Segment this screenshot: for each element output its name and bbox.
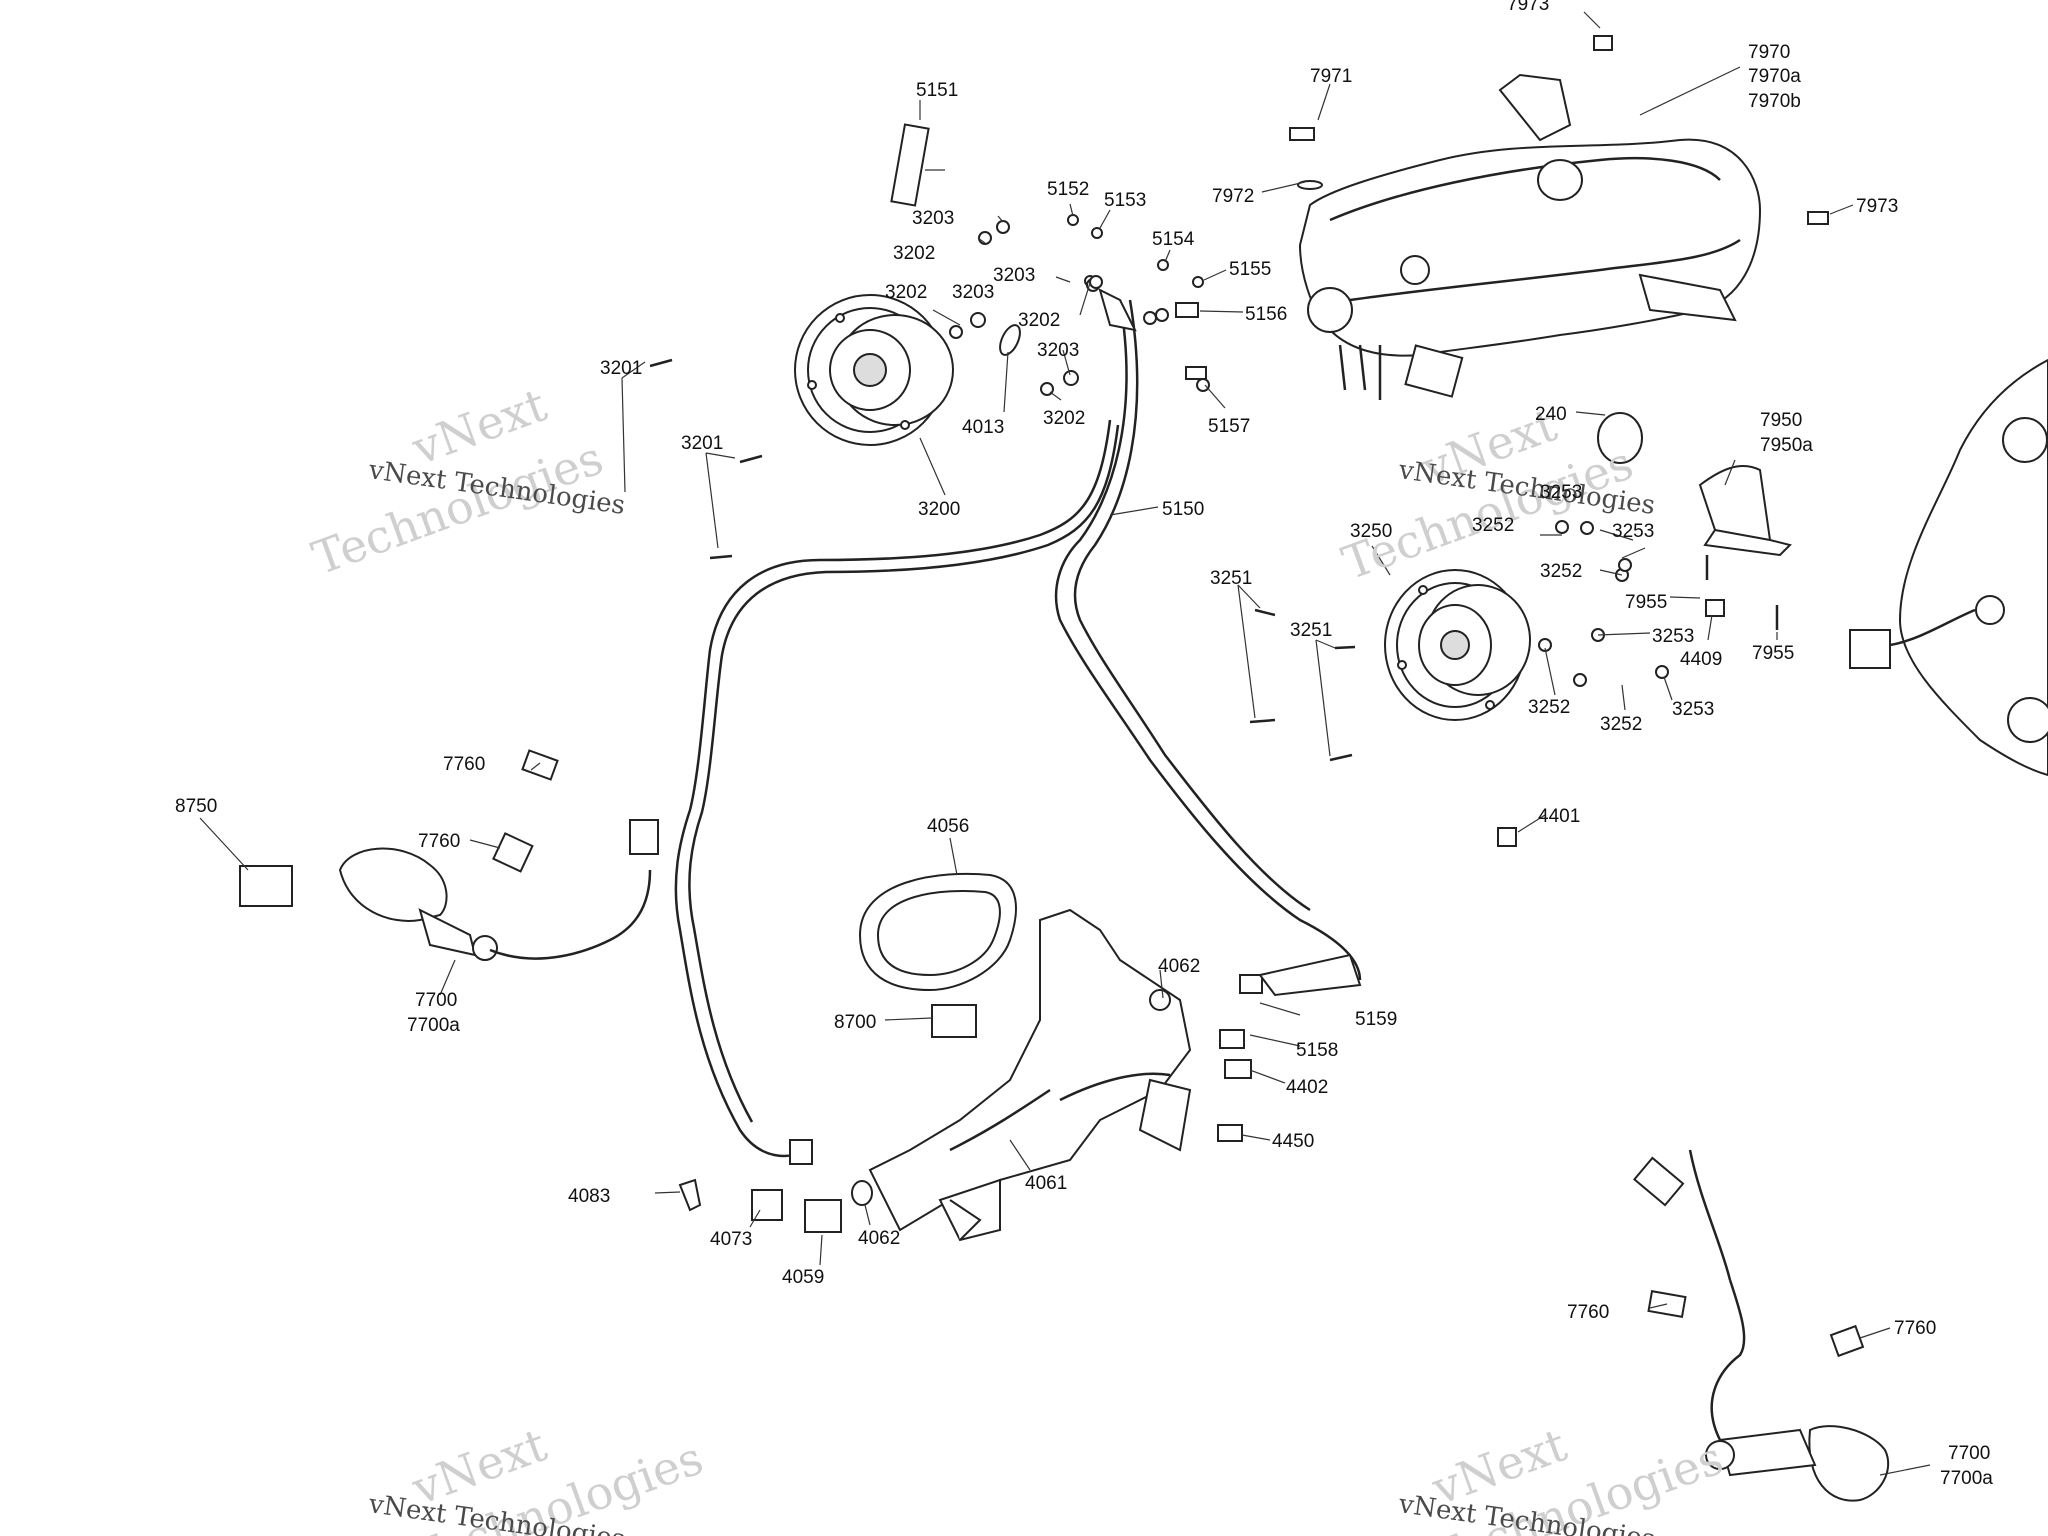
leader-lines [199,11,1931,1476]
callout-3253: 3253 [1672,699,1714,720]
callout-3253: 3253 [1540,482,1582,503]
gasket-4056 [858,872,1017,992]
callout-7700: 7700 [1948,1443,1990,1464]
callout-7700a: 7700a [1940,1468,1993,1489]
callout-7970: 7970 [1748,42,1790,63]
callout-7760: 7760 [1894,1318,1936,1339]
left-speaker-3200 [794,294,954,446]
callout-labels: 7973 7970 7970a 7970b 7971 7972 7973 515… [175,0,1993,1489]
callout-5151: 5151 [916,80,958,101]
callout-5158: 5158 [1296,1040,1338,1061]
callout-3200: 3200 [918,499,960,520]
callout-4402: 4402 [1286,1077,1328,1098]
callout-7760: 7760 [418,831,460,852]
callout-3253: 3253 [1612,521,1654,542]
callout-3203: 3203 [952,282,994,303]
callout-240: 240 [1535,404,1567,425]
callout-7950: 7950 [1760,410,1802,431]
callout-4061: 4061 [1025,1173,1067,1194]
callout-4062: 4062 [1158,956,1200,977]
callout-4083: 4083 [568,1186,610,1207]
callout-7760: 7760 [1567,1302,1609,1323]
ring-4013 [999,324,1021,356]
right-speaker-hardware [1249,412,1792,847]
callout-4409: 4409 [1680,649,1722,670]
callout-5159: 5159 [1355,1009,1397,1030]
callout-7970a: 7970a [1748,66,1801,87]
callout-7971: 7971 [1310,66,1352,87]
callout-7950a: 7950a [1760,435,1813,456]
callout-8700: 8700 [834,1012,876,1033]
callout-4450: 4450 [1272,1131,1314,1152]
callout-7955: 7955 [1625,592,1667,613]
callout-4073: 4073 [710,1229,752,1250]
callout-5150: 5150 [1162,499,1204,520]
callout-3250: 3250 [1350,521,1392,542]
callout-7700a: 7700a [407,1015,460,1036]
callout-7700: 7700 [415,990,457,1011]
callout-5157: 5157 [1208,416,1250,437]
callout-4401: 4401 [1538,806,1580,827]
turn-signal-7700-right [1632,1149,1890,1502]
right-speaker-3250 [1384,569,1531,721]
callout-3201: 3201 [681,433,723,454]
callout-3251: 3251 [1290,620,1332,641]
callout-3203: 3203 [993,265,1035,286]
bracket-4061 [868,908,1362,1242]
callout-4059: 4059 [782,1267,824,1288]
headlight-assembly-7970 [1289,35,1829,400]
wiring-harness-5150 [674,299,1362,1165]
callout-4013: 4013 [962,417,1004,438]
callout-7760: 7760 [443,754,485,775]
callout-5154: 5154 [1152,229,1195,250]
callout-3252: 3252 [1472,515,1514,536]
callout-3253: 3253 [1652,626,1694,647]
callout-5156: 5156 [1245,304,1287,325]
callout-7970b: 7970b [1748,91,1801,112]
callout-3252: 3252 [1540,561,1582,582]
callout-3252: 3252 [1528,697,1570,718]
callout-7955: 7955 [1752,643,1794,664]
callout-5155: 5155 [1229,259,1271,280]
callout-7973: 7973 [1856,196,1898,217]
callout-3201: 3201 [600,358,642,379]
callout-5153: 5153 [1104,190,1146,211]
connectors-lower [678,1178,873,1233]
callout-3202: 3202 [885,282,927,303]
turn-signal-7700-left [239,749,659,961]
callout-4056: 4056 [927,816,969,837]
callout-3202: 3202 [1018,310,1060,331]
callout-3252: 3252 [1600,714,1642,735]
callout-7972: 7972 [1212,186,1254,207]
callout-5152: 5152 [1047,179,1089,200]
headlight-assembly-right [1849,358,2048,777]
callout-7973: 7973 [1507,0,1549,15]
callout-3251: 3251 [1210,568,1252,589]
callout-3202: 3202 [893,243,935,264]
callout-3203: 3203 [912,208,954,229]
callout-3202: 3202 [1043,408,1085,429]
callout-3203: 3203 [1037,340,1079,361]
callout-8750: 8750 [175,796,217,817]
callout-4062: 4062 [858,1228,900,1249]
